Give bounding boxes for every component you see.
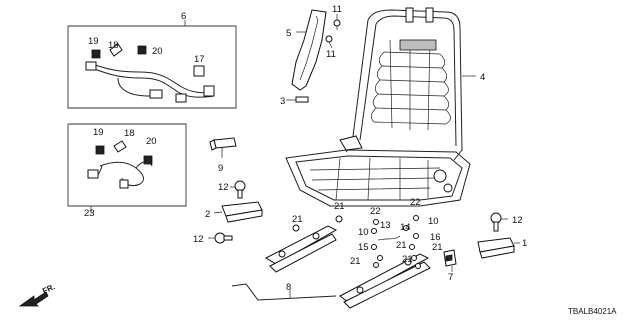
fasteners-middle [292,215,421,269]
callout-23: 23 [84,208,95,219]
callout-16: 16 [430,232,441,243]
callout-21: 21 [396,240,407,251]
callout-14: 14 [400,222,411,233]
screw-11-upper [333,14,341,30]
diagram-code: TBALB4021A [568,307,617,316]
callout-12: 12 [512,215,523,226]
bolt-12-left [230,180,246,199]
seat-frame-4 [285,7,476,207]
callout-6: 6 [181,11,186,22]
callout-21: 21 [292,214,303,225]
callout-1: 1 [522,238,527,249]
callout-20: 20 [146,136,157,147]
bracket-9 [209,137,237,158]
callout-18: 18 [108,40,119,51]
direction-label: FR. [41,282,56,296]
bolt-12-bottom-left [208,232,233,244]
callout-11: 11 [332,4,342,15]
callout-19: 19 [93,127,104,138]
callout-12: 12 [218,182,229,193]
clip-7 [443,249,457,272]
callout-22: 22 [370,206,381,217]
callout-7: 7 [448,272,453,283]
callout-22: 22 [410,197,421,208]
rail-left [264,225,338,273]
callout-9: 9 [218,163,223,174]
rod-8 [231,283,337,301]
front-direction-arrow [18,291,49,307]
callout-3: 3 [280,96,285,107]
callout-17: 17 [194,54,205,65]
callout-13: 13 [380,220,391,231]
callout-19: 19 [88,36,99,47]
side-cover-5 [291,9,327,91]
screw-11-lower [325,35,333,49]
callout-10: 10 [428,216,439,227]
callout-15: 15 [358,242,369,253]
bolt-12-right [490,212,508,232]
rod-3 [286,96,309,103]
wire-harness-23 [87,140,153,189]
callout-21: 21 [402,254,413,265]
callout-5: 5 [286,28,291,39]
callout-21: 21 [334,201,345,212]
wire-harness-6 [85,43,215,103]
callout-11: 11 [326,49,336,60]
callout-4: 4 [480,72,485,83]
callout-12: 12 [193,234,204,245]
callout-2: 2 [205,209,210,220]
callout-20: 20 [152,46,163,57]
callout-18: 18 [124,128,135,139]
cover-1 [477,237,520,259]
rail-right [339,253,431,309]
cover-2 [213,201,263,223]
harness-group-box-23 [67,123,187,213]
callout-8: 8 [286,282,291,293]
callout-21: 21 [432,242,443,253]
callout-21: 21 [350,256,361,267]
callout-10: 10 [358,227,369,238]
harness-group-box-6 [67,20,237,109]
